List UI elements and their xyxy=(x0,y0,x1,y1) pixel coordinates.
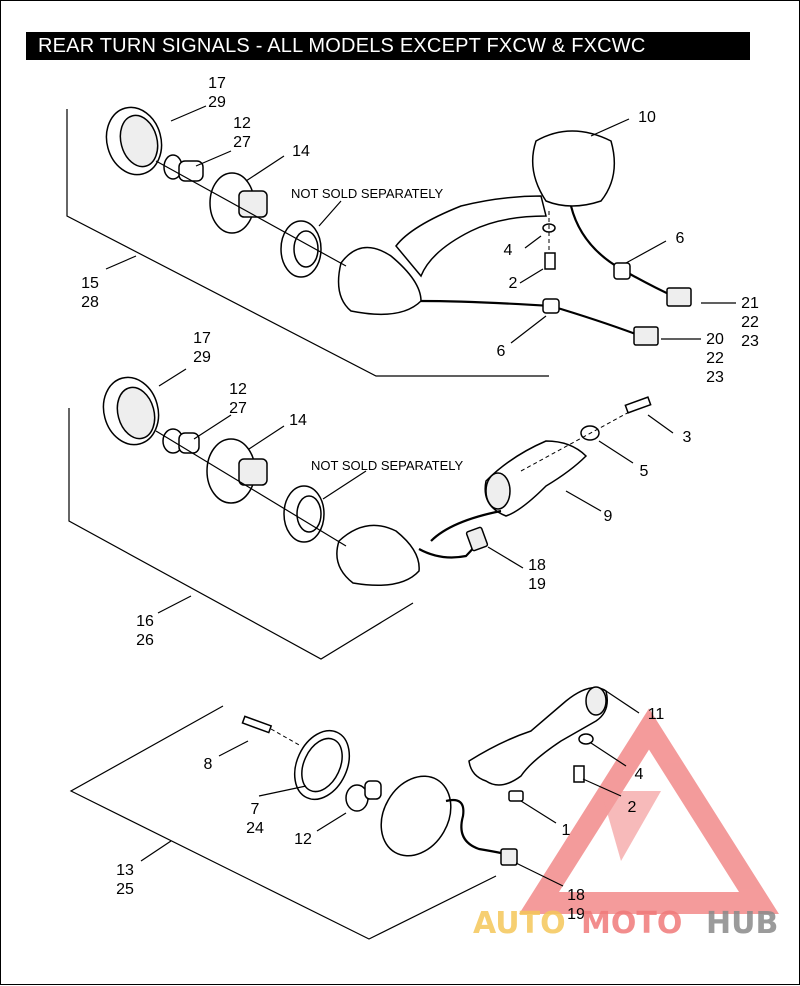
callout-25: 25 xyxy=(116,881,134,898)
callout-23: 23 xyxy=(706,369,724,386)
callout-23: 23 xyxy=(741,333,759,350)
diagram-title: REAR TURN SIGNALS - ALL MODELS EXCEPT FX… xyxy=(26,32,750,60)
callout-27: 27 xyxy=(229,400,247,417)
callout-4: 4 xyxy=(504,242,513,259)
watermark-part-auto: AUTO xyxy=(473,906,566,941)
watermark-part-moto: MOTO xyxy=(581,906,682,941)
callout-29: 29 xyxy=(208,94,226,111)
callout-12: 12 xyxy=(294,831,312,848)
callout-19: 19 xyxy=(567,906,585,923)
callout-16: 16 xyxy=(136,613,154,630)
callout-26: 26 xyxy=(136,632,154,649)
callout-29: 29 xyxy=(193,349,211,366)
callout-27: 27 xyxy=(233,134,251,151)
callout-2: 2 xyxy=(628,799,637,816)
callout-13: 13 xyxy=(116,862,134,879)
callout-28: 28 xyxy=(81,294,99,311)
section-3-lens-assembly: 11 8 4 2 7 24 1 12 18 19 13 25 xyxy=(69,686,665,940)
callout-11: 11 xyxy=(648,706,665,723)
callout-2: 2 xyxy=(509,275,518,292)
section-2-lens-assembly: 17 29 12 27 14 NOT SOLD SEPARATELY 3 5 9… xyxy=(68,330,692,660)
callout-12: 12 xyxy=(233,115,251,132)
callout-12: 12 xyxy=(229,381,247,398)
watermark-logo xyxy=(519,708,779,914)
callout-5: 5 xyxy=(640,463,649,480)
callout-22: 22 xyxy=(741,314,759,331)
not-sold-separately-note: NOT SOLD SEPARATELY xyxy=(291,186,444,201)
callout-7: 7 xyxy=(251,801,260,818)
callout-17: 17 xyxy=(193,330,211,347)
not-sold-separately-note: NOT SOLD SEPARATELY xyxy=(311,458,464,473)
callout-3: 3 xyxy=(683,429,692,446)
watermark-part-hub: HUB xyxy=(706,906,778,941)
callout-8: 8 xyxy=(204,756,213,773)
callout-9: 9 xyxy=(604,508,613,525)
callout-18: 18 xyxy=(567,887,585,904)
callout-6: 6 xyxy=(497,343,506,360)
callout-21: 21 xyxy=(741,295,759,312)
callout-14: 14 xyxy=(292,143,310,160)
section-1-lens-assembly: 17 29 12 27 14 NOT SOLD SEPARATELY 10 4 … xyxy=(66,75,759,386)
callout-10: 10 xyxy=(638,109,656,126)
callout-18: 18 xyxy=(528,557,546,574)
callout-19: 19 xyxy=(528,576,546,593)
callout-1: 1 xyxy=(562,822,571,839)
watermark-text: AUTO MOTO HUB xyxy=(473,906,778,941)
callout-4: 4 xyxy=(635,766,644,783)
callout-22: 22 xyxy=(706,350,724,367)
callout-15: 15 xyxy=(81,275,99,292)
callout-17: 17 xyxy=(208,75,226,92)
callout-14: 14 xyxy=(289,412,307,429)
callout-24: 24 xyxy=(246,820,264,837)
callout-6: 6 xyxy=(676,230,685,247)
callout-20: 20 xyxy=(706,331,724,348)
